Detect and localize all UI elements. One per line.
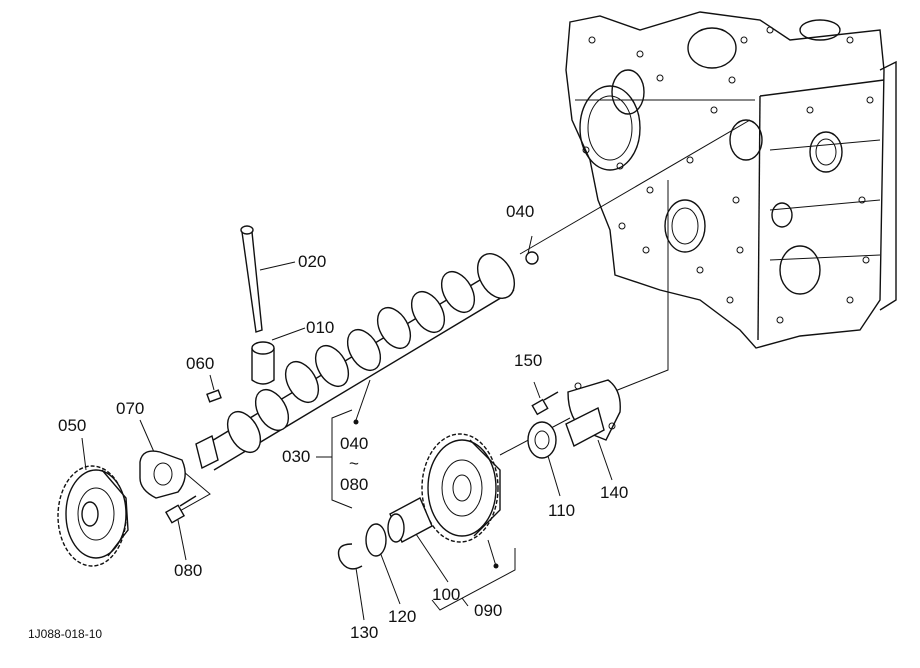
callout-080-range-end: 080 — [340, 475, 368, 494]
camshaft-030 — [195, 253, 516, 471]
callout-120: 120 — [388, 607, 416, 626]
thrust-plate-070 — [139, 450, 186, 499]
callout-080: 080 — [174, 561, 202, 580]
leader-lines — [81, 119, 751, 621]
callout-050: 050 — [58, 416, 86, 435]
callout-140: 140 — [600, 483, 628, 502]
engine-block — [565, 11, 897, 349]
ball-040 — [525, 251, 539, 265]
key-060 — [206, 389, 222, 403]
callout-labels: 010 020 030 040 040 ~ 080 050 060 070 08… — [28, 202, 628, 642]
callout-060: 060 — [186, 354, 214, 373]
tappet-010 — [251, 341, 275, 385]
bolt-080 — [164, 495, 197, 524]
idle-gear-090 — [421, 433, 501, 543]
callout-040: 040 — [506, 202, 534, 221]
callout-090: 090 — [474, 601, 502, 620]
callout-070: 070 — [116, 399, 144, 418]
bolt-150 — [531, 391, 559, 416]
callout-040-range-start: 040 — [340, 434, 368, 453]
cam-gear-050 — [57, 465, 129, 567]
reference-code: 1J088-018-10 — [28, 627, 102, 641]
circlip-130 — [337, 543, 363, 570]
callout-100: 100 — [432, 585, 460, 604]
callout-020: 020 — [298, 252, 326, 271]
thrust-collar-110 — [527, 421, 557, 459]
callout-110: 110 — [548, 501, 575, 520]
callout-150: 150 — [514, 351, 542, 370]
callout-030: 030 — [282, 447, 310, 466]
idle-gear-shaft-140 — [565, 379, 621, 447]
callout-010: 010 — [306, 318, 334, 337]
bushing-100 — [387, 497, 433, 543]
callout-range-tilde: ~ — [349, 454, 359, 473]
pushrod-020 — [240, 225, 263, 333]
collar-120 — [365, 523, 387, 557]
callout-130: 130 — [350, 623, 378, 642]
